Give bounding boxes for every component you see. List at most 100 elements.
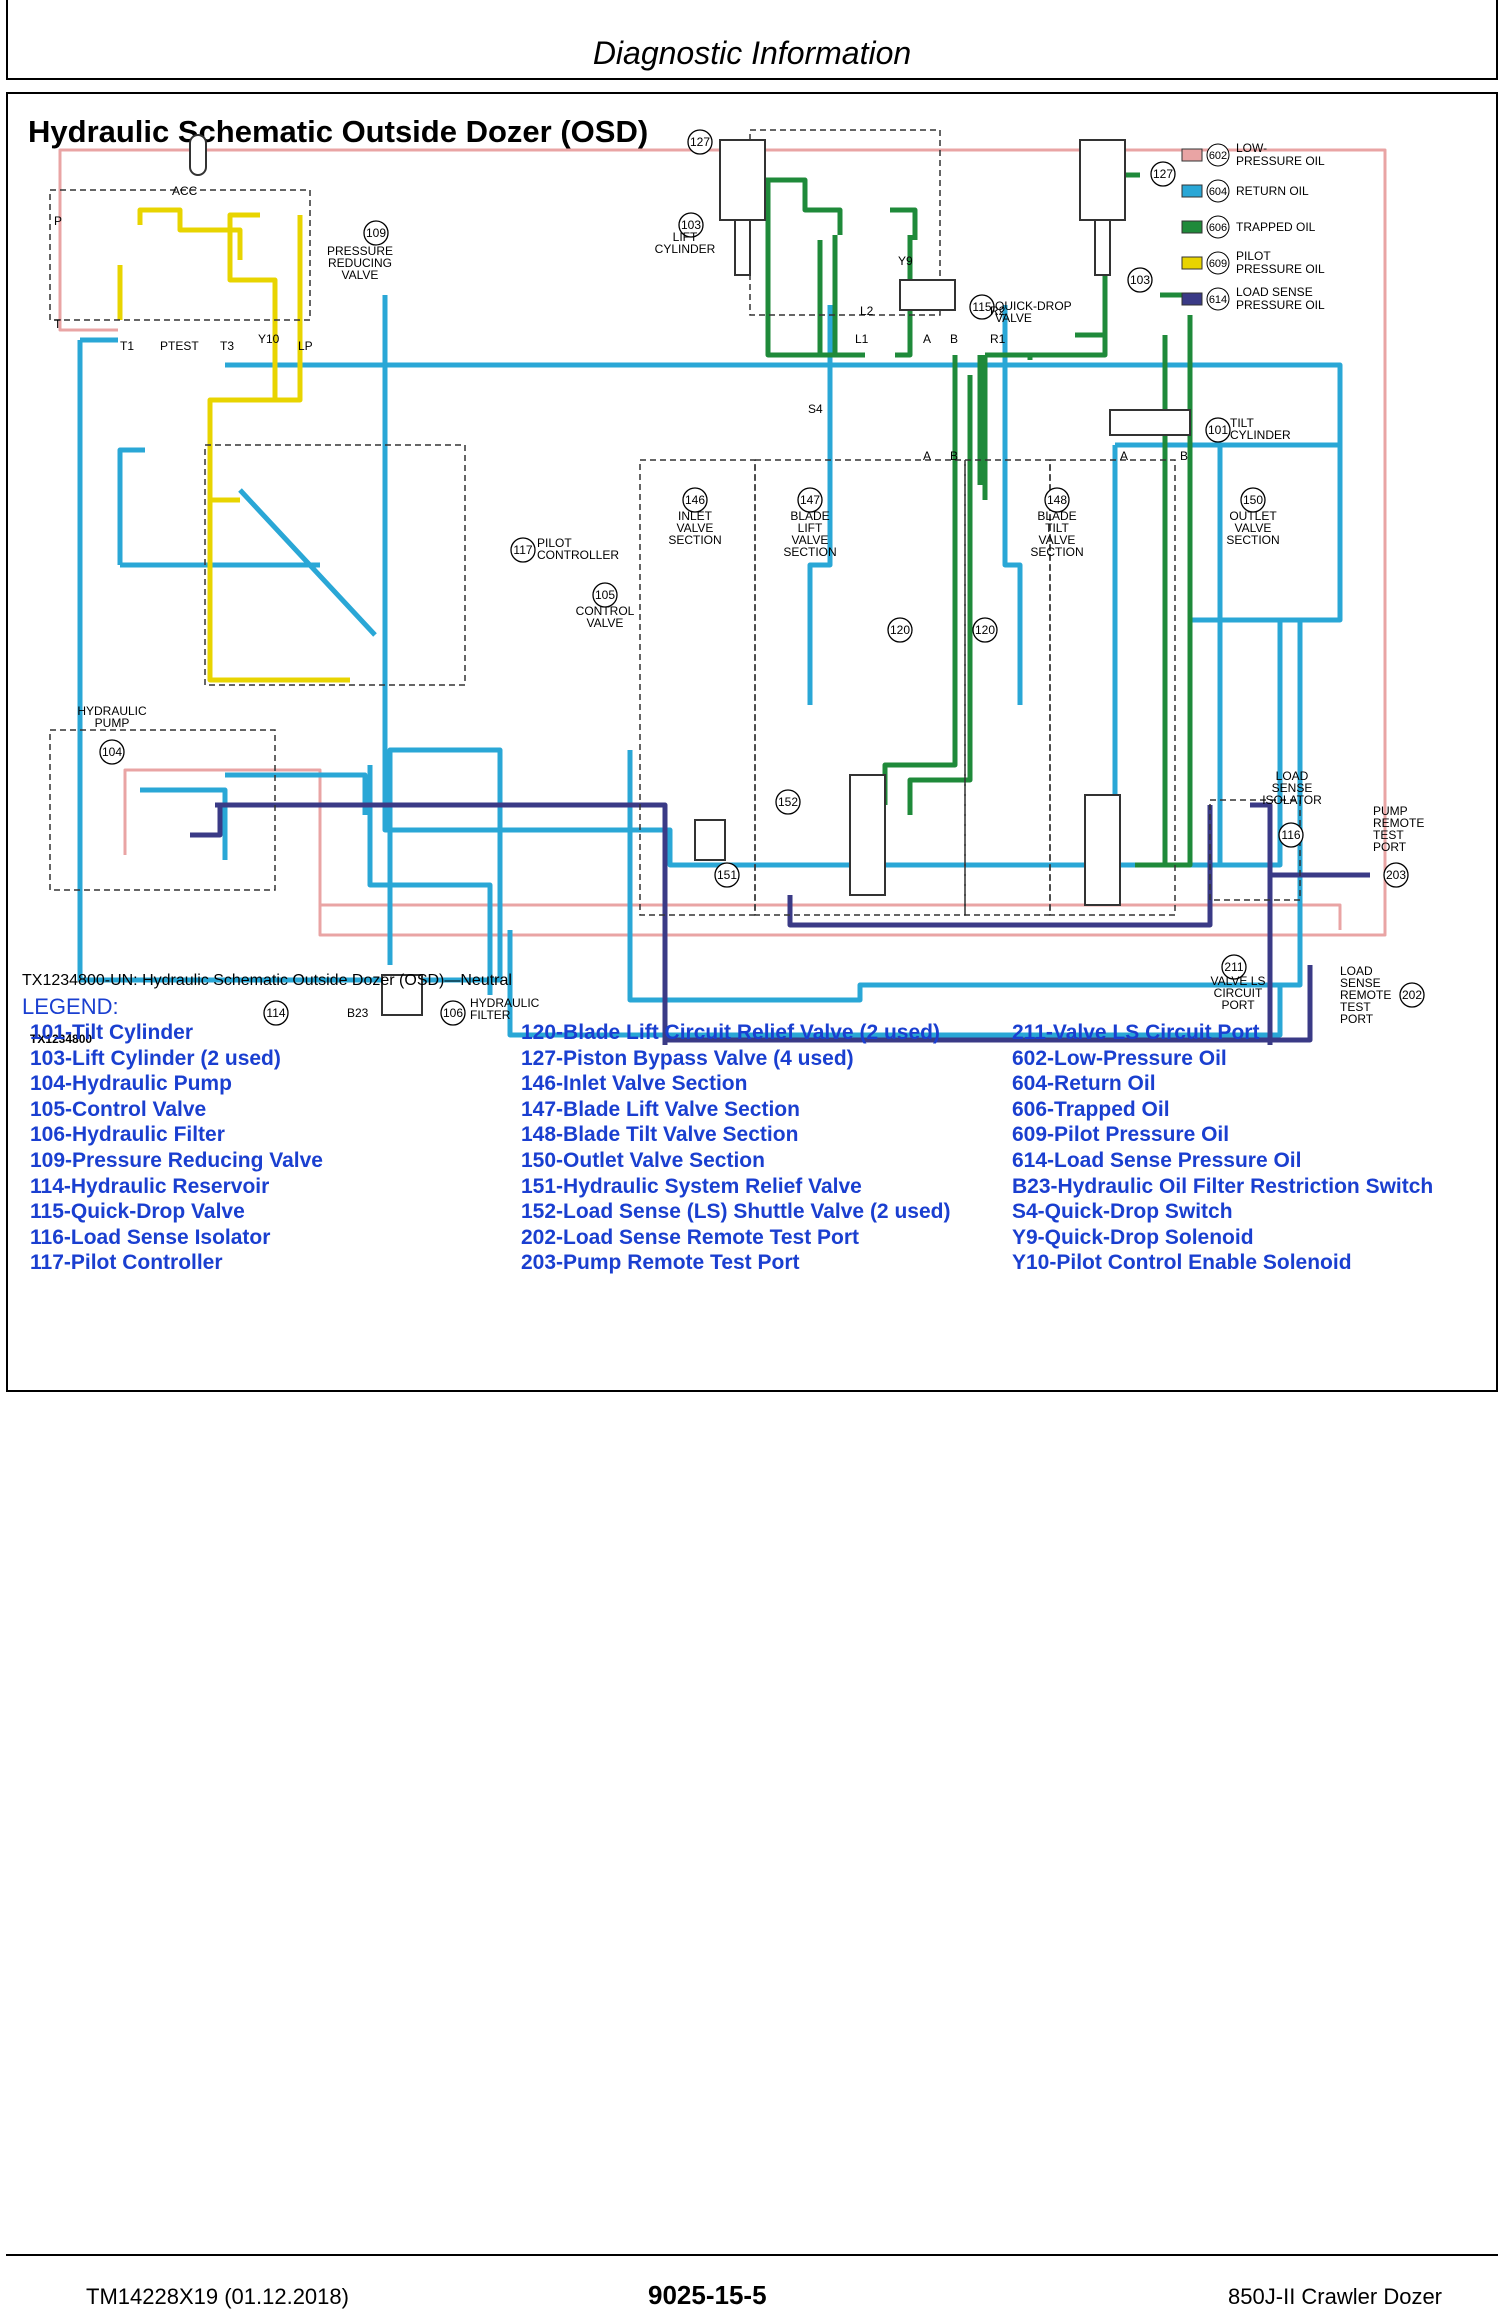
footer-model: 850J-II Crawler Dozer [1228, 2284, 1442, 2309]
legend-column-3: 211-Valve LS Circuit Port 602-Low-Pressu… [1012, 1020, 1433, 1276]
legend-item: Y10-Pilot Control Enable Solenoid [1012, 1251, 1352, 1275]
lift-cylinder-right-rod [1094, 219, 1111, 276]
label-l2: L2 [860, 304, 874, 318]
callout-106: 106 [443, 1006, 463, 1020]
header-title: Diagnostic Information [592, 35, 912, 71]
callout-151: 151 [717, 868, 737, 882]
callout-202: 202 [1402, 988, 1422, 1002]
lift-cylinder-right [1079, 139, 1126, 221]
label-s4: S4 [808, 402, 823, 416]
legend-column-1: 101-Tilt Cylinder 103-Lift Cylinder (2 u… [30, 1020, 323, 1276]
legend-item: 115-Quick-Drop Valve [30, 1200, 245, 1224]
schematic-frame: Hydraulic Schematic Outside Dozer (OSD) [6, 92, 1498, 1392]
callouts: 109 127 127 103 103 115 101 117 105 146 … [99, 129, 1425, 1026]
label-y9: Y9 [898, 254, 913, 268]
legend-item: 150-Outlet Valve Section [521, 1148, 765, 1172]
legend-item: 114-Hydraulic Reservoir [30, 1174, 270, 1198]
box-quick-drop-valve [749, 129, 941, 316]
legend-item: 117-Pilot Controller [30, 1251, 223, 1275]
label-lp: LP [298, 339, 313, 353]
box-pump [49, 729, 276, 891]
box-pressure-reducing-valve [49, 189, 311, 321]
callout-148: 148 [1047, 493, 1067, 507]
callout-116: 116 [1281, 828, 1300, 842]
label-t: T [54, 317, 62, 331]
figure-id: TX1234800 [30, 1032, 92, 1045]
legend-item: 614-Load Sense Pressure Oil [1012, 1148, 1302, 1172]
key-swatch [1181, 220, 1203, 234]
legend-item: 604-Return Oil [1012, 1072, 1156, 1096]
legend-item: B23-Hydraulic Oil Filter Restriction Swi… [1012, 1174, 1434, 1198]
label-b: B [1180, 449, 1188, 463]
key-swatch [1181, 184, 1203, 198]
legend-item: 202-Load Sense Remote Test Port [521, 1225, 860, 1249]
callout-104: 104 [102, 745, 122, 759]
label-y10: Y10 [258, 332, 280, 346]
key-code-circle [1206, 143, 1230, 167]
label-t3: T3 [220, 339, 234, 353]
page-header: Diagnostic Information [6, 0, 1498, 80]
label-l1: L1 [855, 332, 869, 346]
callout-105: 105 [595, 588, 615, 602]
key-label: LOW-PRESSURE OIL [1236, 141, 1325, 168]
label-a: A [923, 332, 931, 346]
legend-item: Y9-Quick-Drop Solenoid [1012, 1225, 1254, 1249]
key-label: RETURN OIL [1236, 184, 1309, 198]
blade-lift-spool [849, 774, 886, 896]
callout-115: 115 [972, 300, 991, 314]
legend-item: 105-Control Valve [30, 1097, 207, 1121]
key-swatch [1181, 292, 1203, 306]
inlet-relief [694, 819, 726, 861]
footer-rule [6, 2254, 1498, 2256]
legend-column-2: 120-Blade Lift Circuit Relief Valve (2 u… [521, 1020, 950, 1276]
legend-item: 152-Load Sense (LS) Shuttle Valve (2 use… [521, 1200, 951, 1224]
box-blade-lift [754, 459, 966, 916]
lift-cylinder-left-rod [734, 219, 751, 276]
callout-146: 146 [685, 493, 705, 507]
legend-item: 147-Blade Lift Valve Section [521, 1097, 800, 1121]
callout-150: 150 [1243, 493, 1263, 507]
section-title: Hydraulic Schematic Outside Dozer (OSD) [28, 114, 649, 149]
key-swatch [1181, 148, 1203, 162]
callout-120: 120 [975, 623, 995, 637]
legend-item: 151-Hydraulic System Relief Valve [521, 1174, 862, 1198]
legend-item: 609-Pilot Pressure Oil [1012, 1123, 1230, 1147]
key-code-circle [1206, 179, 1230, 203]
lift-cylinder-left [719, 139, 766, 221]
key-code: 602 [1209, 150, 1227, 162]
key-label: TRAPPED OIL [1236, 220, 1316, 234]
callout-127: 127 [1153, 167, 1173, 181]
callout-152: 152 [778, 795, 798, 809]
tilt-cylinder-body [1109, 409, 1191, 436]
label-r1: R1 [990, 332, 1006, 346]
hydraulic-filter-symbol [381, 974, 423, 1016]
blade-tilt-spool [1084, 794, 1121, 906]
legend-item: 120-Blade Lift Circuit Relief Valve (2 u… [521, 1021, 940, 1044]
callout-114: 114 [266, 1006, 285, 1020]
legend-title: LEGEND: [22, 994, 119, 1019]
callout-211: 211 [1224, 960, 1243, 974]
label-t1: T1 [120, 339, 134, 353]
legend-item: 103-Lift Cylinder (2 used) [30, 1046, 281, 1070]
return-line-cv [140, 488, 493, 995]
key-code: 614 [1209, 294, 1227, 306]
legend-item: 104-Hydraulic Pump [30, 1072, 232, 1096]
legend-item: 148-Blade Tilt Valve Section [521, 1123, 799, 1147]
pilot-line [117, 207, 350, 683]
legend-item: 101-Tilt Cylinder [30, 1021, 193, 1044]
callout-109: 109 [366, 226, 386, 240]
label-b: B [950, 449, 958, 463]
